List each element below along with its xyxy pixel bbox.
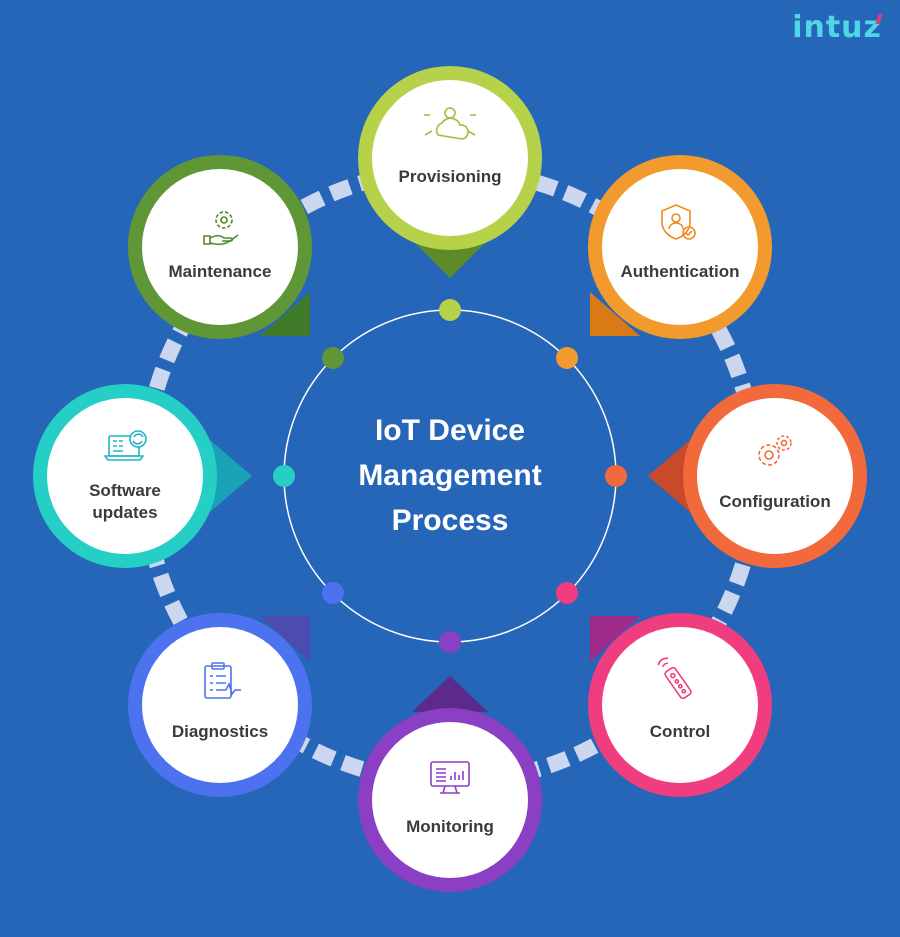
authentication-dot	[556, 347, 578, 369]
monitor-chart-icon	[430, 761, 470, 794]
software-updates-node	[33, 384, 217, 568]
maintenance-label: Maintenance	[168, 262, 272, 281]
authentication-pointer	[590, 292, 640, 336]
configuration-dot	[605, 465, 627, 487]
control-pointer	[590, 616, 640, 662]
provisioning-dot	[439, 299, 461, 321]
center-title: IoT Device Management Process	[300, 408, 600, 543]
control-label: Control	[649, 722, 711, 741]
title-line-1: IoT Device	[374, 414, 526, 447]
diagnostics-dot	[322, 582, 344, 604]
authentication-label: Authentication	[620, 262, 740, 281]
control-dot	[556, 582, 578, 604]
software-updates-dot	[273, 465, 295, 487]
title-line-3: Process	[391, 504, 509, 537]
diagnostics-node	[128, 613, 312, 797]
logo-text: intu	[792, 10, 864, 45]
authentication-node	[588, 155, 772, 339]
laptop-sync-icon	[103, 430, 147, 461]
monitoring-node	[358, 708, 542, 892]
remote-control-icon	[657, 657, 692, 700]
shield-user-check-icon	[661, 204, 696, 240]
software-updates-pointer	[210, 440, 252, 512]
cloud-gear-icon	[424, 107, 476, 140]
configuration-pointer	[648, 440, 690, 512]
provisioning-label: Provisioning	[398, 167, 502, 186]
gears-icon	[758, 435, 792, 466]
hand-gear-icon	[203, 211, 239, 246]
maintenance-dot	[322, 347, 344, 369]
maintenance-pointer	[260, 292, 310, 336]
monitoring-pointer	[412, 676, 488, 712]
diagnostics-label: Diagnostics	[171, 722, 269, 741]
diagnostics-pointer	[260, 616, 310, 662]
configuration-node	[683, 384, 867, 568]
software-updates-label: Software updates	[89, 481, 161, 522]
configuration-label: Configuration	[719, 492, 831, 511]
logo-z: z	[863, 10, 882, 45]
clipboard-heartbeat-icon	[204, 662, 241, 699]
provisioning-node	[358, 66, 542, 250]
monitoring-dot	[439, 631, 461, 653]
control-node	[588, 613, 772, 797]
maintenance-node	[128, 155, 312, 339]
monitoring-label: Monitoring	[406, 817, 494, 836]
provisioning-pointer	[412, 240, 488, 278]
title-line-2: Management	[358, 459, 542, 492]
intuz-logo: intuz	[792, 10, 882, 45]
